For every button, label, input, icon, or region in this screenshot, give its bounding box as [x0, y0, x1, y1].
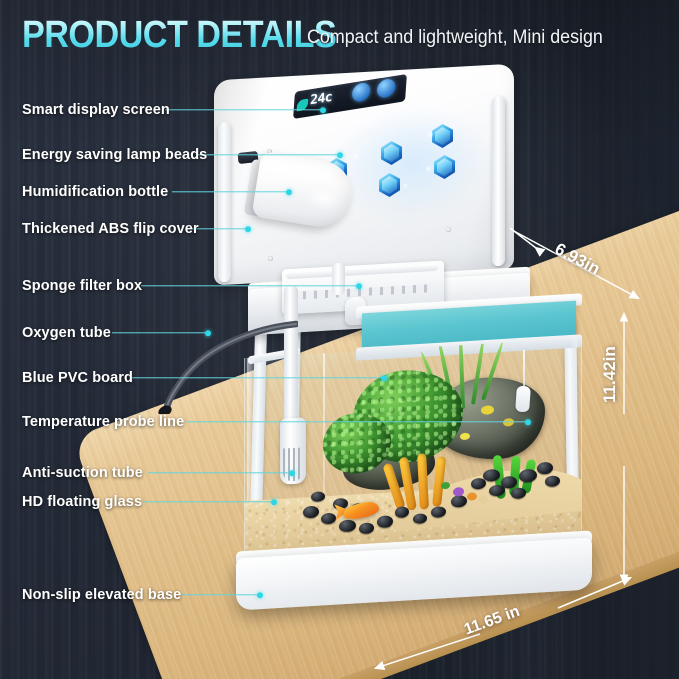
display-button-1[interactable]	[351, 81, 371, 103]
dimension-label-height: 11.42in	[600, 346, 619, 403]
leader-sponge-filter-box	[141, 285, 359, 287]
temperature-probe-tip	[515, 385, 531, 413]
oxygen-tube-part	[158, 320, 298, 414]
leader-humidification-bottle	[172, 191, 289, 193]
callout-label-oxygen-tube: Oxygen tube	[22, 325, 111, 341]
display-button-2[interactable]	[376, 77, 396, 99]
callout-label-sponge-filter-box: Sponge filter box	[22, 278, 143, 294]
callout-label-anti-suction-tube: Anti-suction tube	[22, 465, 143, 481]
lid-screw-bottom-right	[446, 227, 451, 232]
leader-temperature-probe-line	[186, 421, 528, 423]
leader-oxygen-tube	[112, 332, 208, 334]
leader-thickened-abs-flip-cover	[187, 228, 248, 230]
callout-label-humidification-bottle: Humidification bottle	[22, 184, 169, 200]
leader-blue-pvc-board	[131, 377, 384, 379]
leader-energy-saving-lamp-beads	[198, 154, 340, 156]
lamp-sparkle-2	[427, 131, 434, 138]
lamp-sparkle-1	[352, 153, 359, 160]
callout-label-energy-saving-lamp-beads: Energy saving lamp beads	[22, 147, 208, 163]
callout-label-temperature-probe-line: Temperature probe line	[22, 414, 185, 430]
leader-hd-floating-glass	[143, 501, 274, 503]
dimension-arrow-depth	[509, 227, 640, 300]
dimension-arrow-height	[619, 311, 629, 585]
lid-screw-bottom-left	[268, 256, 273, 261]
leader-smart-display-screen	[165, 109, 323, 111]
dimension-arrow-width	[373, 576, 633, 670]
temperature-readout: 24c	[309, 89, 333, 109]
leader-non-slip-elevated-base	[181, 594, 260, 596]
lamp-sparkle-3	[425, 165, 432, 172]
callout-label-thickened-abs-flip-cover: Thickened ABS flip cover	[22, 221, 199, 237]
callout-label-hd-floating-glass: HD floating glass	[22, 494, 143, 510]
lamp-sparkle-4	[403, 183, 408, 188]
page-subtitle: Compact and lightweight, Mini design	[307, 27, 603, 48]
page-title: PRODUCT DETAILS	[22, 14, 337, 56]
callout-label-non-slip-elevated-base: Non-slip elevated base	[22, 587, 182, 603]
callout-label-smart-display-screen: Smart display screen	[22, 102, 170, 118]
lid-hinge-left	[218, 121, 231, 283]
filter-riser	[332, 262, 345, 296]
header: PRODUCT DETAILS Compact and lightweight,…	[0, 0, 679, 66]
anti-suction-intake-slots	[283, 447, 303, 482]
leader-anti-suction-tube	[148, 472, 292, 474]
callout-label-blue-pvc-board: Blue PVC board	[22, 370, 133, 386]
